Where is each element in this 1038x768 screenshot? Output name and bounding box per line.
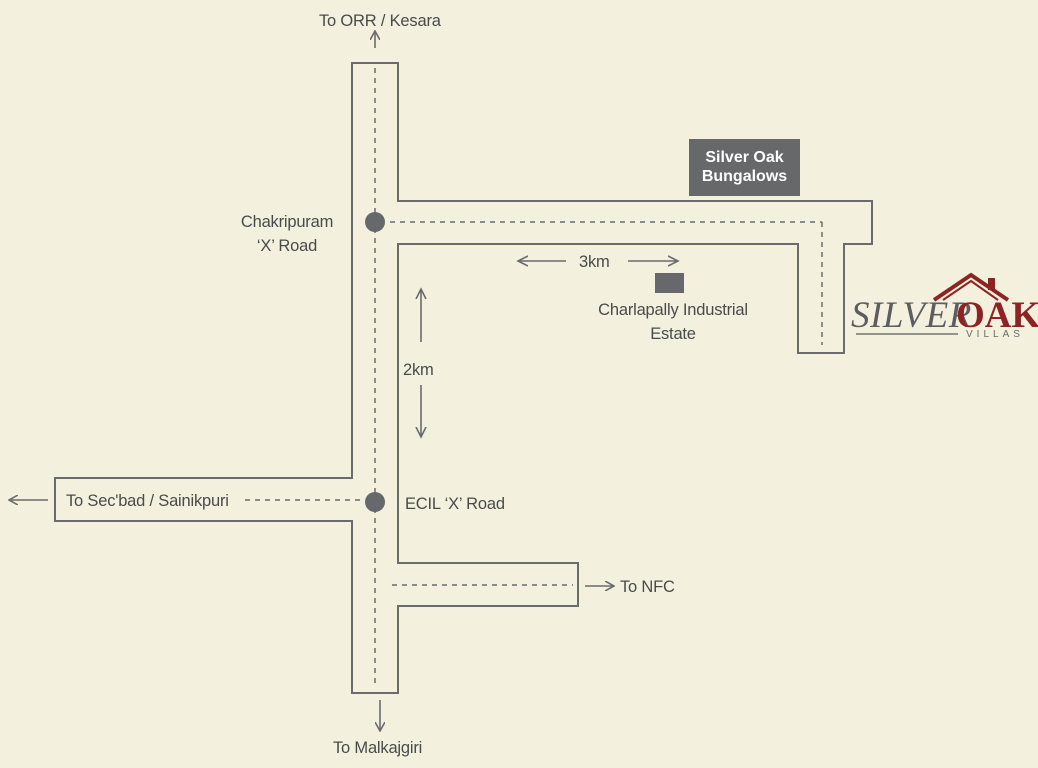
destination-south-label: To Malkajgiri xyxy=(333,739,423,757)
junction-dot-icon xyxy=(365,212,385,232)
destination-north-label: To ORR / Kesara xyxy=(319,12,441,30)
road-network-outline xyxy=(54,62,873,694)
project-line2: Bungalows xyxy=(701,168,788,185)
logo-word-oak: OAK xyxy=(956,295,1038,336)
junction-chakripuram-line1: Chakripuram xyxy=(240,213,334,231)
silver-oak-logo: SILVER OAK VILLAS xyxy=(848,270,1038,340)
house-roof-icon xyxy=(856,272,1010,335)
project-line1: Silver Oak xyxy=(705,149,784,166)
landmark-line1: Charlapally Industrial xyxy=(598,301,748,319)
junction-chakripuram-line2: ‘X’ Road xyxy=(256,237,318,255)
junction-chakripuram-label: Chakripuram ‘X’ Road xyxy=(228,212,346,256)
logo-word-silver: SILVER xyxy=(851,295,972,336)
distance-horizontal-label: 3km xyxy=(579,253,610,271)
landmark-label: Charlapally Industrial Estate xyxy=(582,300,764,344)
junction-dot-icon xyxy=(365,492,385,512)
junction-ecil-label: ECIL ‘X’ Road xyxy=(405,495,505,513)
distance-vertical-label: 2km xyxy=(403,361,434,379)
landmark-line2: Estate xyxy=(650,325,696,343)
logo-subtitle: VILLAS xyxy=(966,329,1024,340)
road-centre-lines xyxy=(245,68,823,688)
destination-east-label: To NFC xyxy=(620,578,675,596)
destination-west-label: To Sec'bad / Sainikpuri xyxy=(66,492,229,510)
landmark-square-icon xyxy=(655,273,684,293)
project-location-badge: Silver Oak Bungalows xyxy=(689,139,800,196)
